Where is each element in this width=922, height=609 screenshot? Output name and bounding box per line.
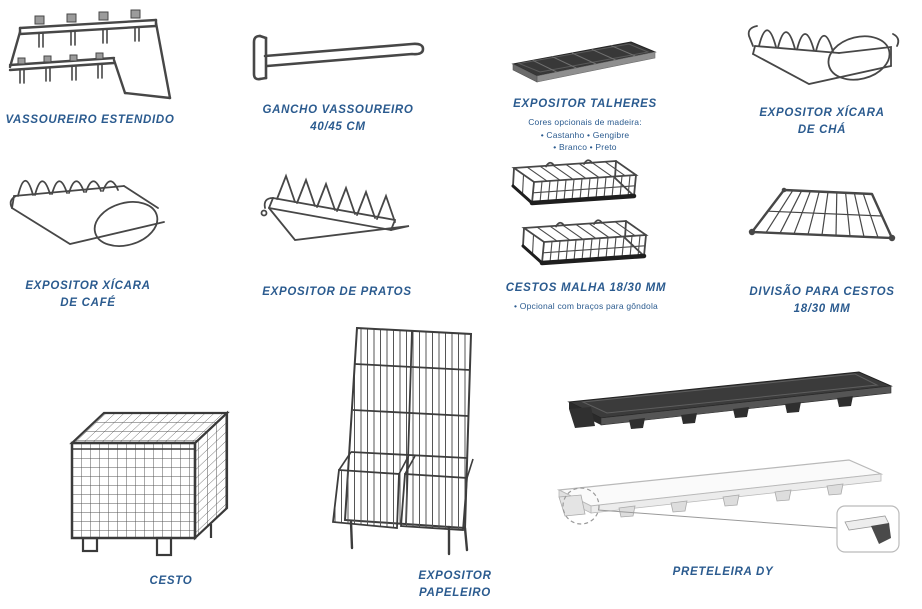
product-note-line: • Branco • Preto xyxy=(553,141,617,152)
expositor-de-pratos-illustration xyxy=(257,166,417,258)
product-card-divisao-para-cestos: DIVISÃO PARA CESTOS 18/30 MM xyxy=(730,180,914,319)
product-label: CESTOS MALHA 18/30 MM xyxy=(506,280,666,297)
product-label-line: EXPOSITOR TALHERES xyxy=(513,98,657,110)
product-card-preteleira-dy: PRETELEIRA DY xyxy=(538,360,908,581)
product-label-line: EXPOSITOR XÍCARA xyxy=(25,280,151,292)
product-label-line: 18/30 MM xyxy=(793,303,851,316)
light-shelf xyxy=(556,459,883,518)
product-label: PRETELEIRA DY xyxy=(673,564,774,581)
product-label-line: DIVISÃO PARA CESTOS xyxy=(749,286,895,298)
product-label-line: CESTOS MALHA 18/30 MM xyxy=(505,282,667,294)
product-label: EXPOSITOR XÍCARA DE CAFÉ xyxy=(25,278,150,313)
expositor-xicara-de-cafe-illustration xyxy=(6,160,171,266)
product-label-line: PRETELEIRA DY xyxy=(672,566,774,578)
product-label-line: DE CHÁ xyxy=(797,124,847,137)
product-label-line: DE CAFÉ xyxy=(60,297,116,310)
expositor-talheres-illustration xyxy=(505,8,665,92)
product-label: DIVISÃO PARA CESTOS 18/30 MM xyxy=(749,284,894,319)
expositor-papeleiro-illustration xyxy=(321,322,493,562)
gancho-vassoureiro-illustration xyxy=(244,8,432,94)
product-label: EXPOSITOR XÍCARA DE CHÁ xyxy=(759,105,884,140)
product-label-line: EXPOSITOR xyxy=(418,570,492,582)
dark-shelf xyxy=(566,371,893,429)
product-label-line: EXPOSITOR DE PRATOS xyxy=(262,286,412,298)
product-card-gancho-vassoureiro: GANCHO VASSOUREIRO 40/45 CM xyxy=(243,8,433,137)
product-note-line: • Castanho • Gengibre xyxy=(540,129,630,140)
product-label-line: CESTO xyxy=(149,575,193,587)
product-card-cestos-malha: CESTOS MALHA 18/30 MM • Opcional com bra… xyxy=(494,156,678,313)
product-note-line: Cores opcionais de madeira: xyxy=(528,117,642,128)
product-notes: Cores opcionais de madeira: • Castanho •… xyxy=(528,116,642,153)
divisao-para-cestos-illustration xyxy=(746,180,898,260)
product-note-line: • Opcional com braços para gôndola xyxy=(514,301,658,312)
preteleira-dy-illustration xyxy=(541,360,906,554)
product-label: EXPOSITOR TALHERES xyxy=(513,96,657,113)
product-card-expositor-xicara-de-cha: EXPOSITOR XÍCARA DE CHÁ xyxy=(730,6,914,140)
product-label-line: PAPELEIRO xyxy=(419,587,491,600)
cesto-illustration xyxy=(45,386,250,564)
product-label-line: EXPOSITOR XÍCARA xyxy=(759,107,885,119)
product-card-expositor-de-pratos: EXPOSITOR DE PRATOS xyxy=(245,166,429,301)
vassoureiro-estendido-illustration xyxy=(4,8,176,106)
product-label-line: 40/45 CM xyxy=(310,121,366,134)
expositor-xicara-de-cha-illustration xyxy=(743,6,901,100)
product-label: EXPOSITOR DE PRATOS xyxy=(262,284,411,301)
product-label-line: GANCHO VASSOUREIRO xyxy=(262,104,414,116)
product-card-expositor-talheres: EXPOSITOR TALHERES Cores opcionais de ma… xyxy=(495,8,675,153)
bracket-detail-inset xyxy=(835,505,900,553)
product-label: VASSOUREIRO ESTENDIDO xyxy=(5,112,174,129)
product-card-cesto: CESTO xyxy=(66,386,276,590)
product-label-line: VASSOUREIRO ESTENDIDO xyxy=(5,114,175,126)
product-notes: • Opcional com braços para gôndola xyxy=(514,300,658,312)
cestos-malha-illustration xyxy=(502,156,670,270)
product-label: GANCHO VASSOUREIRO 40/45 CM xyxy=(262,102,413,137)
product-label: CESTO xyxy=(150,573,193,590)
product-card-expositor-papeleiro: EXPOSITOR PAPELEIRO xyxy=(332,322,548,603)
product-card-vassoureiro-estendido: VASSOUREIRO ESTENDIDO xyxy=(0,8,180,129)
product-card-expositor-xicara-de-cafe: EXPOSITOR XÍCARA DE CAFÉ xyxy=(0,160,176,313)
product-label: EXPOSITOR PAPELEIRO xyxy=(418,568,491,603)
